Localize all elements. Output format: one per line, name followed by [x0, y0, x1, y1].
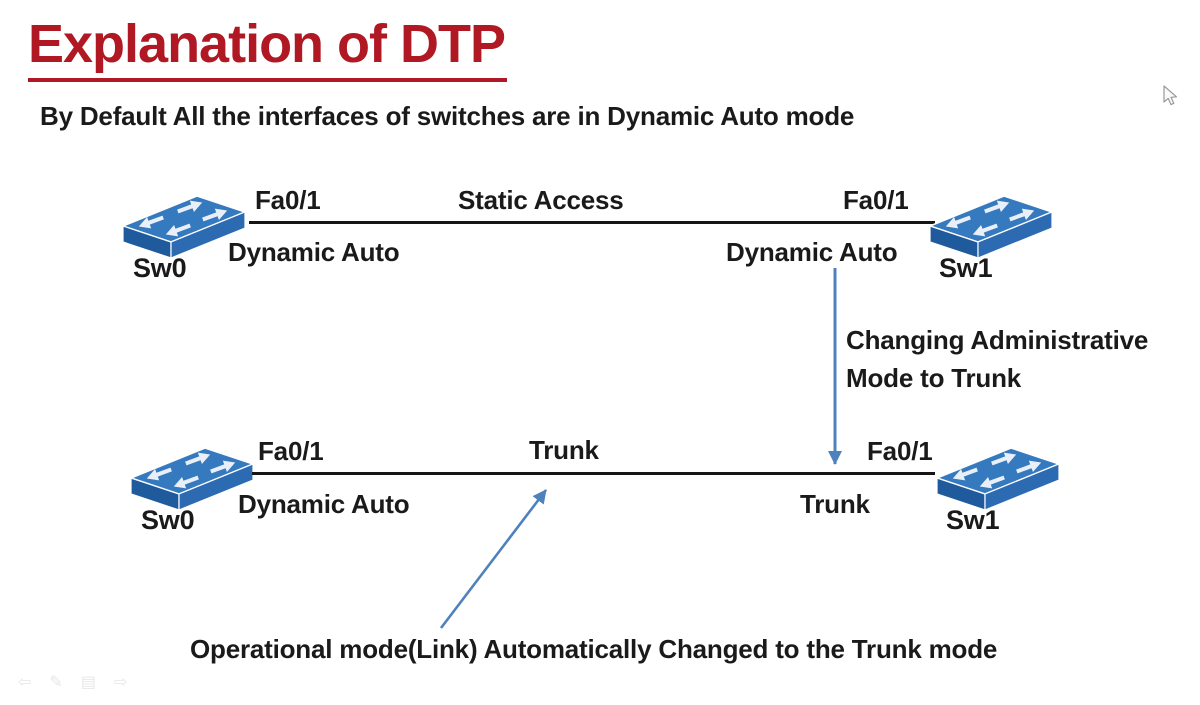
port-mode-top-right: Dynamic Auto [726, 237, 898, 267]
diagonal-arrow [439, 489, 548, 629]
admin-change-line1: Changing Administrative [846, 325, 1149, 355]
interface-label-top-right: Fa0/1 [843, 185, 909, 215]
link-mode-label-top: Static Access [458, 185, 624, 215]
link-line-bottom [252, 472, 935, 475]
switch-name-bottom-right: Sw1 [946, 505, 1000, 535]
pen-icon[interactable]: ✎ [49, 674, 63, 691]
previous-slide-icon[interactable]: ⇦ [18, 674, 32, 691]
operational-change-annotation: Operational mode(Link) Automatically Cha… [190, 634, 998, 664]
port-mode-bottom-right: Trunk [800, 489, 870, 519]
interface-label-bottom-right: Fa0/1 [867, 436, 933, 466]
next-slide-icon[interactable]: ⇨ [113, 674, 128, 691]
slides-overview-icon[interactable]: ▤ [80, 674, 96, 691]
switch-icon-top-sw1 [928, 192, 1054, 260]
switch-icon-bottom-sw1 [935, 444, 1061, 512]
subtitle-text: By Default All the interfaces of switche… [40, 101, 855, 131]
link-mode-label-bottom: Trunk [529, 435, 599, 465]
admin-change-line2: Mode to Trunk [846, 363, 1022, 393]
port-mode-bottom-left: Dynamic Auto [238, 489, 410, 519]
page-title: Explanation of DTP [28, 12, 508, 82]
interface-label-top-left: Fa0/1 [255, 185, 321, 215]
admin-change-annotation: Changing Administrative Mode to Trunk [846, 321, 1148, 397]
mouse-cursor-icon [1163, 85, 1178, 106]
down-arrow [828, 268, 842, 465]
presenter-toolbar: ⇦ ✎ ▤ ⇨ [18, 674, 127, 692]
port-mode-top-left: Dynamic Auto [228, 237, 400, 267]
switch-name-top-left: Sw0 [133, 253, 187, 283]
switch-icon-bottom-sw0 [129, 444, 255, 512]
switch-name-bottom-left: Sw0 [141, 505, 195, 535]
switch-name-top-right: Sw1 [939, 253, 993, 283]
link-line-top [249, 221, 935, 224]
interface-label-bottom-left: Fa0/1 [258, 436, 324, 466]
